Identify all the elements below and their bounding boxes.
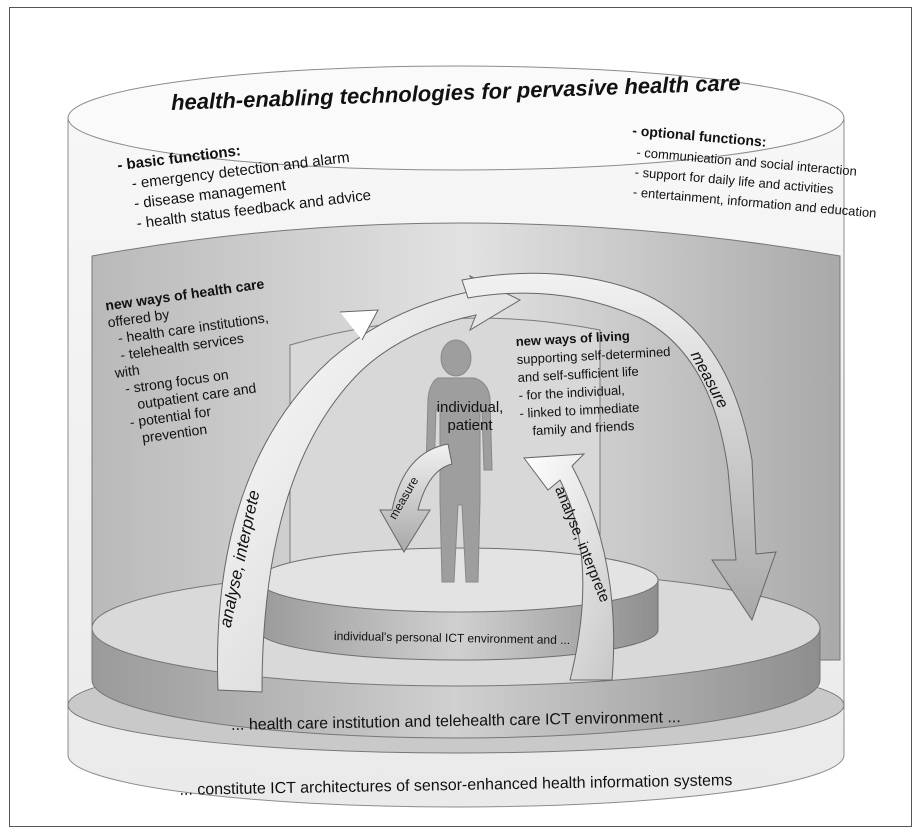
person-silhouette <box>425 339 493 583</box>
living-line: - for the individual, <box>518 382 625 403</box>
living-line: - linked to immediate <box>519 400 640 421</box>
arrow-inner-analyse <box>523 453 615 681</box>
individual-label: individual, <box>437 399 504 416</box>
living-line: family and friends <box>532 418 635 438</box>
inner-platform-label: individual's personal ICT environment an… <box>334 629 570 647</box>
living-line: and self-sufficient life <box>517 364 639 385</box>
inner-platform <box>257 547 659 661</box>
living-heading: new ways of living <box>515 328 630 349</box>
health-care-line: with <box>113 362 141 381</box>
arrow-outer-measure <box>461 272 777 622</box>
patient-label: patient <box>447 417 493 434</box>
arrow-inner-measure <box>379 443 453 553</box>
